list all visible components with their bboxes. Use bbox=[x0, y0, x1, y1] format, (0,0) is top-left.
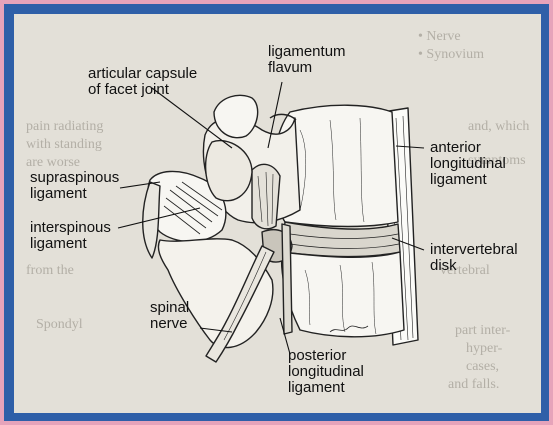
label-interspinous-ligament: interspinous ligament bbox=[30, 220, 111, 252]
label-supraspinous-ligament: supraspinous ligament bbox=[30, 170, 119, 202]
label-posterior-longitudinal-ligament: posterior longitudinal ligament bbox=[288, 348, 364, 396]
lower-vertebral-body bbox=[282, 252, 404, 337]
label-articular-capsule: articular capsule of facet joint bbox=[88, 66, 197, 98]
label-spinal-nerve: spinal nerve bbox=[150, 300, 189, 332]
label-ligamentum-flavum: ligamentum flavum bbox=[268, 44, 346, 76]
posterior-longitudinal-ligament-shape bbox=[282, 224, 292, 334]
label-intervertebral-disk: intervertebral disk bbox=[430, 242, 518, 274]
label-anterior-longitudinal-ligament: anterior longitudinal ligament bbox=[430, 140, 506, 188]
